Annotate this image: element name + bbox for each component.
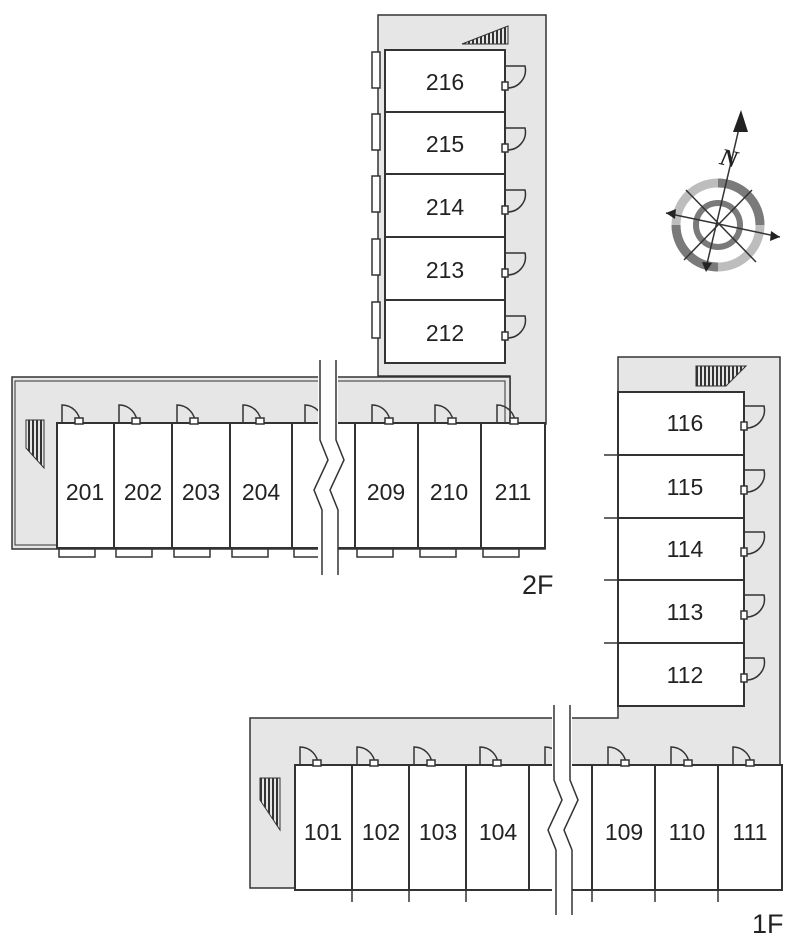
unit-116[interactable] bbox=[617, 391, 745, 456]
north-label: N bbox=[716, 144, 741, 174]
unit-label-216: 216 bbox=[426, 69, 464, 95]
stairs-2f-top bbox=[461, 25, 509, 45]
unit-label-211: 211 bbox=[495, 479, 532, 505]
unit-label-213: 213 bbox=[426, 257, 464, 283]
unit-label-110: 110 bbox=[669, 819, 706, 845]
floor-label-1f: 1F bbox=[752, 909, 784, 939]
unit-label-103: 103 bbox=[419, 819, 457, 845]
break-line-2f bbox=[313, 360, 345, 575]
unit-110[interactable] bbox=[654, 764, 719, 891]
unit-label-104: 104 bbox=[479, 819, 518, 845]
unit-label-204: 204 bbox=[242, 479, 281, 505]
unit-label-113: 113 bbox=[667, 599, 704, 625]
unit-label-215: 215 bbox=[426, 131, 464, 157]
unit-label-214: 214 bbox=[426, 194, 465, 220]
unit-label-114: 114 bbox=[667, 536, 704, 562]
unit-111[interactable] bbox=[717, 764, 783, 891]
unit-215[interactable] bbox=[384, 111, 506, 175]
unit-label-212: 212 bbox=[426, 320, 464, 346]
unit-label-109: 109 bbox=[605, 819, 643, 845]
block-1f-vertical: 116 115 114 113 112 bbox=[604, 391, 766, 707]
compass-icon: N bbox=[665, 110, 781, 272]
unit-213[interactable] bbox=[384, 236, 506, 301]
block-2f-vertical: 216 215 214 213 212 bbox=[371, 49, 527, 364]
break-line-1f bbox=[547, 705, 579, 915]
unit-label-203: 203 bbox=[182, 479, 220, 505]
unit-label-202: 202 bbox=[124, 479, 162, 505]
unit-210[interactable] bbox=[417, 422, 482, 549]
stairs-2f-left bbox=[25, 419, 45, 470]
unit-label-116: 116 bbox=[667, 410, 704, 436]
floor-label-2f: 2F bbox=[522, 570, 554, 600]
unit-201[interactable] bbox=[56, 422, 115, 549]
stairs-1f-top bbox=[695, 365, 748, 387]
unit-104[interactable] bbox=[465, 764, 530, 891]
stairs-1f-left bbox=[259, 777, 281, 832]
unit-211[interactable] bbox=[480, 422, 546, 549]
block-2f-horizontal: 201 202 203 204 209 210 211 bbox=[56, 404, 546, 558]
block-1f-horizontal: 101 102 103 104 109 110 111 bbox=[294, 746, 783, 902]
unit-216[interactable] bbox=[384, 49, 506, 113]
unit-label-209: 209 bbox=[367, 479, 405, 505]
unit-label-111: 111 bbox=[733, 819, 768, 845]
unit-label-101: 101 bbox=[304, 819, 342, 845]
unit-label-112: 112 bbox=[667, 662, 704, 688]
unit-103[interactable] bbox=[408, 764, 467, 891]
unit-203[interactable] bbox=[171, 422, 231, 549]
unit-label-210: 210 bbox=[430, 479, 468, 505]
unit-label-201: 201 bbox=[66, 479, 104, 505]
unit-label-115: 115 bbox=[667, 474, 704, 500]
unit-109[interactable] bbox=[591, 764, 656, 891]
unit-102[interactable] bbox=[351, 764, 410, 891]
unit-label-102: 102 bbox=[362, 819, 400, 845]
